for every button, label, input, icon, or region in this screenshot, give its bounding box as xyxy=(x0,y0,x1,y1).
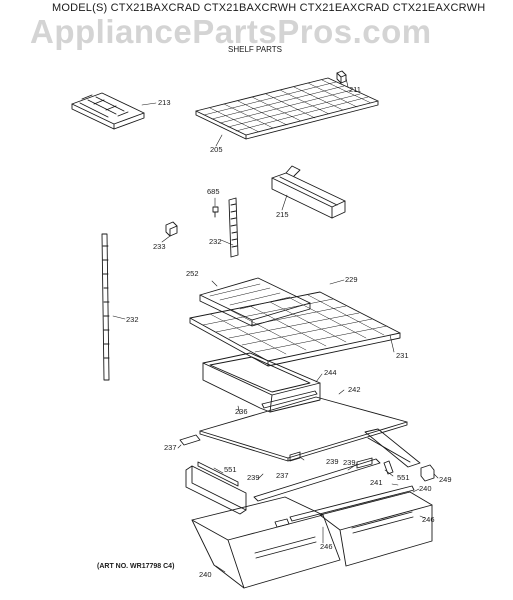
callout-229: 229 xyxy=(345,275,358,284)
bracket-parts xyxy=(289,451,394,475)
callout-239a: 239 xyxy=(247,473,260,482)
crisper-drawer-lower-part xyxy=(191,496,341,589)
crisper-drawer-lower-right-part xyxy=(319,491,433,567)
callout-232a: 232 xyxy=(209,237,222,246)
callout-249: 249 xyxy=(439,475,452,484)
glass-shelf-part xyxy=(199,277,311,327)
dairy-bin-part xyxy=(271,165,346,219)
drawer-support-left-part xyxy=(185,461,247,515)
crisper-drawer-upper-part xyxy=(202,352,321,413)
shelf-ladder-long-part xyxy=(101,233,110,381)
screw-part xyxy=(212,206,219,218)
glass-cover-part xyxy=(199,396,408,462)
model-numbers-heading: MODEL(S) CTX21BAXCRAD CTX21BAXCRWH CTX21… xyxy=(52,2,486,14)
section-subtitle: SHELF PARTS xyxy=(228,45,282,54)
callout-242: 242 xyxy=(348,385,361,394)
shelf-cap-part xyxy=(336,70,347,84)
wire-shelf-part xyxy=(195,77,379,140)
callout-246a: 246 xyxy=(422,515,435,524)
slide-rail-left-part xyxy=(179,434,201,446)
leader-lines xyxy=(112,77,439,573)
egg-tray-part xyxy=(71,92,145,130)
callout-246b: 246 xyxy=(320,542,333,551)
shelf-ladder-short-part xyxy=(228,197,239,258)
cantilever-shelf-part xyxy=(189,291,401,367)
callout-237b: 237 xyxy=(276,471,289,480)
slide-frame-right-part xyxy=(364,428,421,468)
callout-240b: 240 xyxy=(199,570,212,579)
callout-244: 244 xyxy=(324,368,337,377)
callout-240a: 240 xyxy=(419,484,432,493)
watermark-text: AppliancePartsPros.com xyxy=(30,13,432,50)
callout-233: 233 xyxy=(153,242,166,251)
callout-236: 236 xyxy=(235,407,248,416)
callout-213: 213 xyxy=(158,98,171,107)
callout-241: 241 xyxy=(370,478,383,487)
callout-211: 211 xyxy=(349,85,361,94)
callout-205: 205 xyxy=(210,145,223,154)
art-number: (ART NO. WR17798 C4) xyxy=(97,563,175,570)
callout-237a: 237 xyxy=(164,443,177,452)
callout-215: 215 xyxy=(276,210,289,219)
drawer-rail-part xyxy=(274,485,415,528)
callout-239b: 239 xyxy=(326,457,339,466)
callout-551b: 551 xyxy=(397,473,410,482)
callout-252: 252 xyxy=(186,269,199,278)
clip-right-part xyxy=(420,464,435,482)
slide-rail-center-part xyxy=(253,458,381,502)
callout-551a: 551 xyxy=(224,465,237,474)
callout-231: 231 xyxy=(396,351,409,360)
callout-685: 685 xyxy=(207,187,220,196)
drawer-trim-part xyxy=(261,390,318,409)
callout-232b: 232 xyxy=(126,315,139,324)
callout-239c: 239 xyxy=(343,458,356,467)
clip-part xyxy=(165,221,178,237)
